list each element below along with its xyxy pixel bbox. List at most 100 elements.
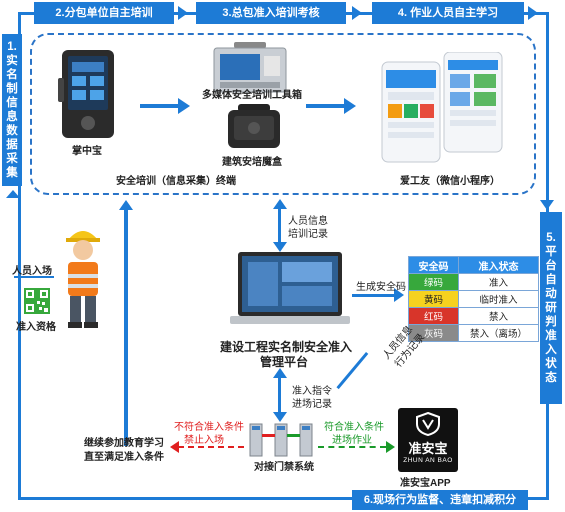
step-6-banner: 6.现场行为监督、违章扣减积分: [352, 490, 528, 510]
arrow-step1-up: [6, 190, 20, 198]
terminal-caption: 安全培训（信息采集）终端: [116, 176, 236, 187]
table-row: 绿码 准入: [408, 273, 539, 291]
compliant-label-1: 符合准入条件: [324, 422, 384, 433]
step-5-char: 自: [545, 274, 557, 286]
step-1-char: 集: [6, 167, 18, 179]
arrow-gen-code-shaft: [352, 294, 396, 297]
step-5-char: 入: [545, 344, 557, 356]
step-3-banner: 3.总包准入培训考核: [196, 2, 346, 24]
status-cell: 准入: [458, 273, 539, 291]
info-training-label-2: 培训记录: [288, 229, 328, 240]
step-5-char: 研: [545, 302, 557, 314]
step-5-char: 台: [545, 260, 557, 272]
step-5-char: 动: [545, 288, 557, 300]
step-5-banner: 5. 平 台 自 动 研 判 准 入 状 态: [540, 212, 562, 404]
access-cmd-label-2: 进场记录: [292, 399, 332, 410]
magic-box: [226, 104, 282, 150]
app-logo: 准安宝 ZHUN AN BAO: [398, 408, 458, 472]
qr-code-icon: [24, 288, 50, 314]
status-cell: 禁入: [458, 307, 539, 325]
step-1-char: 据: [6, 139, 18, 151]
gen-code-label: 生成安全码: [356, 282, 406, 293]
platform-title-line1: 建设工程实名制安全准入: [220, 340, 353, 354]
arrow-access-shaft: [278, 378, 281, 414]
shield-icon: [416, 411, 440, 437]
continue-label-1: 继续参加教育学习: [84, 438, 164, 449]
table-header-status: 准入状态: [458, 256, 539, 274]
handheld-label: 掌中宝: [72, 146, 102, 157]
safety-code-table: 安全码 准入状态 绿码 准入 黄码 临时准入 红码 禁入 灰码 禁入（离场）: [408, 256, 539, 342]
step-1-char: 数: [6, 125, 18, 137]
arrow-step2-step3: [178, 6, 188, 20]
arrow-step5-down: [540, 200, 554, 210]
arrow-info-up-shaft: [278, 208, 281, 244]
worker-figure: [58, 222, 108, 330]
magic-box-label: 建筑安培魔盒: [222, 157, 282, 168]
table-row: 红码 禁入: [408, 307, 539, 325]
return-arrow-head: [119, 200, 133, 210]
gate-system: [248, 418, 314, 458]
table-header-row: 安全码 准入状态: [408, 256, 539, 274]
toolbox-label: 多媒体安全培训工具箱: [202, 90, 302, 101]
access-cmd-label-1: 准入指令: [292, 386, 332, 397]
arrow-behavior-shaft: [336, 352, 369, 390]
app-logo-en: ZHUN AN BAO: [403, 457, 453, 464]
arrow-compliant-shaft: [318, 446, 386, 448]
platform-title-line2: 管理平台: [260, 355, 309, 369]
step-5-char: 准: [545, 330, 557, 342]
step-1-char: 实: [6, 55, 18, 67]
table-row: 黄码 临时准入: [408, 290, 539, 308]
arrow-info-up: [273, 199, 287, 209]
step-1-char: 制: [6, 83, 18, 95]
personnel-entry-label: 人员入场: [12, 266, 52, 277]
code-green: 绿码: [408, 273, 459, 291]
arrow-toolbox-shaft: [306, 104, 346, 108]
arrow-gen-code: [394, 288, 404, 302]
arrow-noncompliant-head: [170, 441, 179, 453]
mini-program-label: 爱工友（微信小程序）: [400, 176, 500, 187]
code-red: 红码: [408, 307, 459, 325]
arrow-step4-right: [528, 6, 538, 20]
arrow-handheld-toolbox: [178, 98, 190, 114]
step-5-char: 平: [545, 246, 557, 258]
code-yellow: 黄码: [408, 290, 459, 308]
outer-line-bottom: [18, 497, 548, 500]
status-cell: 禁入（离场）: [458, 324, 539, 342]
arrow-toolbox-miniapp: [344, 98, 356, 114]
mini-program-phones: [380, 51, 520, 164]
continue-label-2: 直至满足准入条件: [84, 452, 164, 463]
app-name-label: 准安宝APP: [400, 478, 451, 489]
handheld-device: [58, 48, 118, 140]
table-header-code: 安全码: [408, 256, 459, 274]
step-5-char: 5.: [546, 232, 556, 244]
arrow-entry-shaft: [14, 276, 54, 278]
noncompliant-label-1: 不符合准入条件: [174, 422, 244, 433]
compliant-label-2: 进场作业: [332, 435, 372, 446]
step-1-banner: 1. 实 名 制 信 息 数 据 采 集: [2, 34, 22, 186]
step-1-char: 名: [6, 69, 18, 81]
entry-qualification-label: 准入资格: [16, 322, 56, 333]
table-row: 灰码 禁入（离场）: [408, 324, 539, 342]
outer-line-left: [18, 12, 21, 500]
arrow-access-down: [273, 412, 287, 422]
return-arrow-shaft: [124, 210, 128, 446]
arrow-compliant-head: [386, 441, 395, 453]
arrow-handheld-shaft: [140, 104, 180, 108]
step-1-char: 采: [6, 153, 18, 165]
gate-label: 对接门禁系统: [254, 462, 314, 473]
step-2-banner: 2.分包单位自主培训: [34, 2, 174, 24]
step-1-char: 息: [6, 111, 18, 123]
step-5-char: 状: [545, 358, 557, 370]
arrow-access-up: [273, 368, 287, 378]
app-logo-cn: 准安宝: [408, 441, 448, 456]
training-terminal-frame: [30, 33, 536, 195]
step-1-char: 信: [6, 97, 18, 109]
noncompliant-label-2: 禁止入场: [184, 435, 224, 446]
step-4-banner: 4. 作业人员自主学习: [372, 2, 524, 24]
arrow-info-down: [273, 242, 287, 252]
arrow-noncompliant-shaft: [178, 446, 244, 448]
step-5-char: 判: [545, 316, 557, 328]
platform-monitor: [230, 252, 350, 332]
step-5-char: 态: [545, 372, 557, 384]
training-toolbox: [210, 42, 290, 94]
